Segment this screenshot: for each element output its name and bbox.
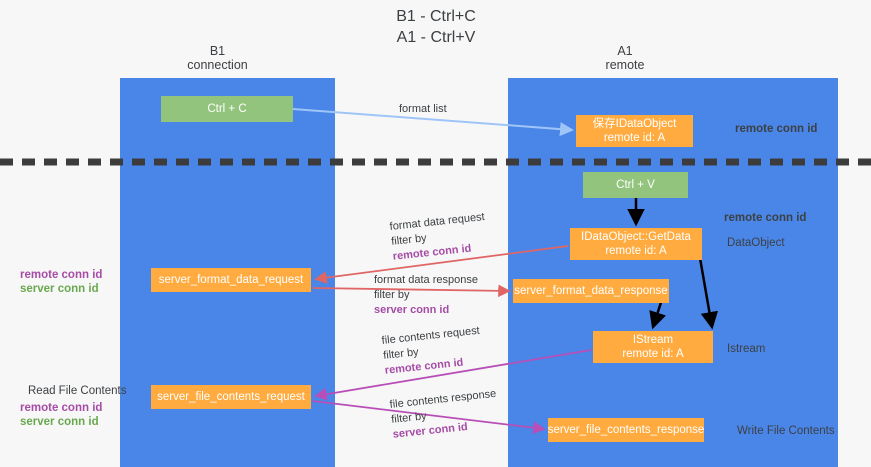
label-read-file-contents: Read File Contents [28,385,127,397]
swimlane-a1-name: A1 [617,44,633,58]
node-server-file-contents-request-label: server_file_contents_request [157,391,305,403]
diagram-title: B1 - Ctrl+C A1 - Ctrl+V [236,6,636,48]
node-idataobject-getdata-line1: IDataObject::GetData [581,231,691,243]
node-idataobject-getdata-line2: remote id: A [605,245,667,257]
node-server-format-data-response[interactable]: server_format_data_response [513,279,669,303]
filter-key-server-conn-id-1: server conn id [374,304,450,316]
edge-label-format-data-response-text: format data response [374,274,478,286]
node-server-file-contents-response-label: server_file_contents_response [547,424,705,436]
label-istream: Istream [727,343,766,355]
node-ctrl-c[interactable]: Ctrl + C [161,96,293,122]
label-conn-id-stack-bottom: remote conn id server conn id [20,401,102,429]
swimlane-a1-sub: remote [605,58,645,72]
node-istream-line2: remote id: A [622,348,684,360]
edge-label-format-list: format list [399,102,447,117]
node-save-dataobject-line1: 保存IDataObject [592,118,677,130]
node-server-file-contents-response[interactable]: server_file_contents_response [548,418,704,442]
node-save-dataobject[interactable]: 保存IDataObject remote id: A [576,115,693,147]
label-conn-id-stack-top: remote conn id server conn id [20,268,102,296]
node-ctrl-v-label: Ctrl + V [616,179,655,191]
node-ctrl-v[interactable]: Ctrl + V [583,172,688,198]
edge-label-file-contents-request: file contents request filter by remote c… [381,324,484,379]
edge-label-file-contents-response: file contents response filter by server … [389,387,500,443]
node-ctrl-c-label: Ctrl + C [207,103,247,115]
swimlane-b1-name: B1 [209,44,226,58]
label-remote-conn-id-top: remote conn id [735,123,818,135]
edge-label-format-data-request: format data request filter by remote con… [389,210,489,265]
node-idataobject-getdata[interactable]: IDataObject::GetData remote id: A [570,228,702,260]
node-server-file-contents-request[interactable]: server_file_contents_request [151,385,311,409]
edge-label-format-list-text: format list [399,103,447,115]
swimlane-b1-sub: connection [187,58,248,72]
title-line-2: A1 - Ctrl+V [396,29,476,46]
node-server-format-data-response-label: server_format_data_response [514,285,668,297]
title-line-1: B1 - Ctrl+C [396,8,476,25]
label-server-conn-id-left-2: server conn id [20,416,99,428]
edge-label-format-data-response: format data response filter by server co… [374,273,478,318]
label-write-file-contents: Write File Contents [737,425,835,437]
label-server-conn-id-left-1: server conn id [20,283,99,295]
label-remote-conn-id-left-1: remote conn id [20,269,103,281]
label-dataobject: DataObject [727,237,785,249]
node-server-format-data-request-label: server_format_data_request [158,274,304,286]
node-istream[interactable]: IStream remote id: A [593,331,713,363]
label-remote-conn-id-mid: remote conn id [724,212,807,224]
node-istream-line1: IStream [632,334,674,346]
node-save-dataobject-line2: remote id: A [603,132,666,144]
label-remote-conn-id-left-2: remote conn id [20,402,103,414]
node-server-format-data-request[interactable]: server_format_data_request [151,268,311,292]
filter-prefix-2: filter by [374,289,410,301]
swimlane-a1-header: A1 remote [570,44,680,72]
swimlane-b1-header: B1 connection [150,44,285,72]
edge-label-format-data-response-filter: filter by server conn id [374,288,478,318]
